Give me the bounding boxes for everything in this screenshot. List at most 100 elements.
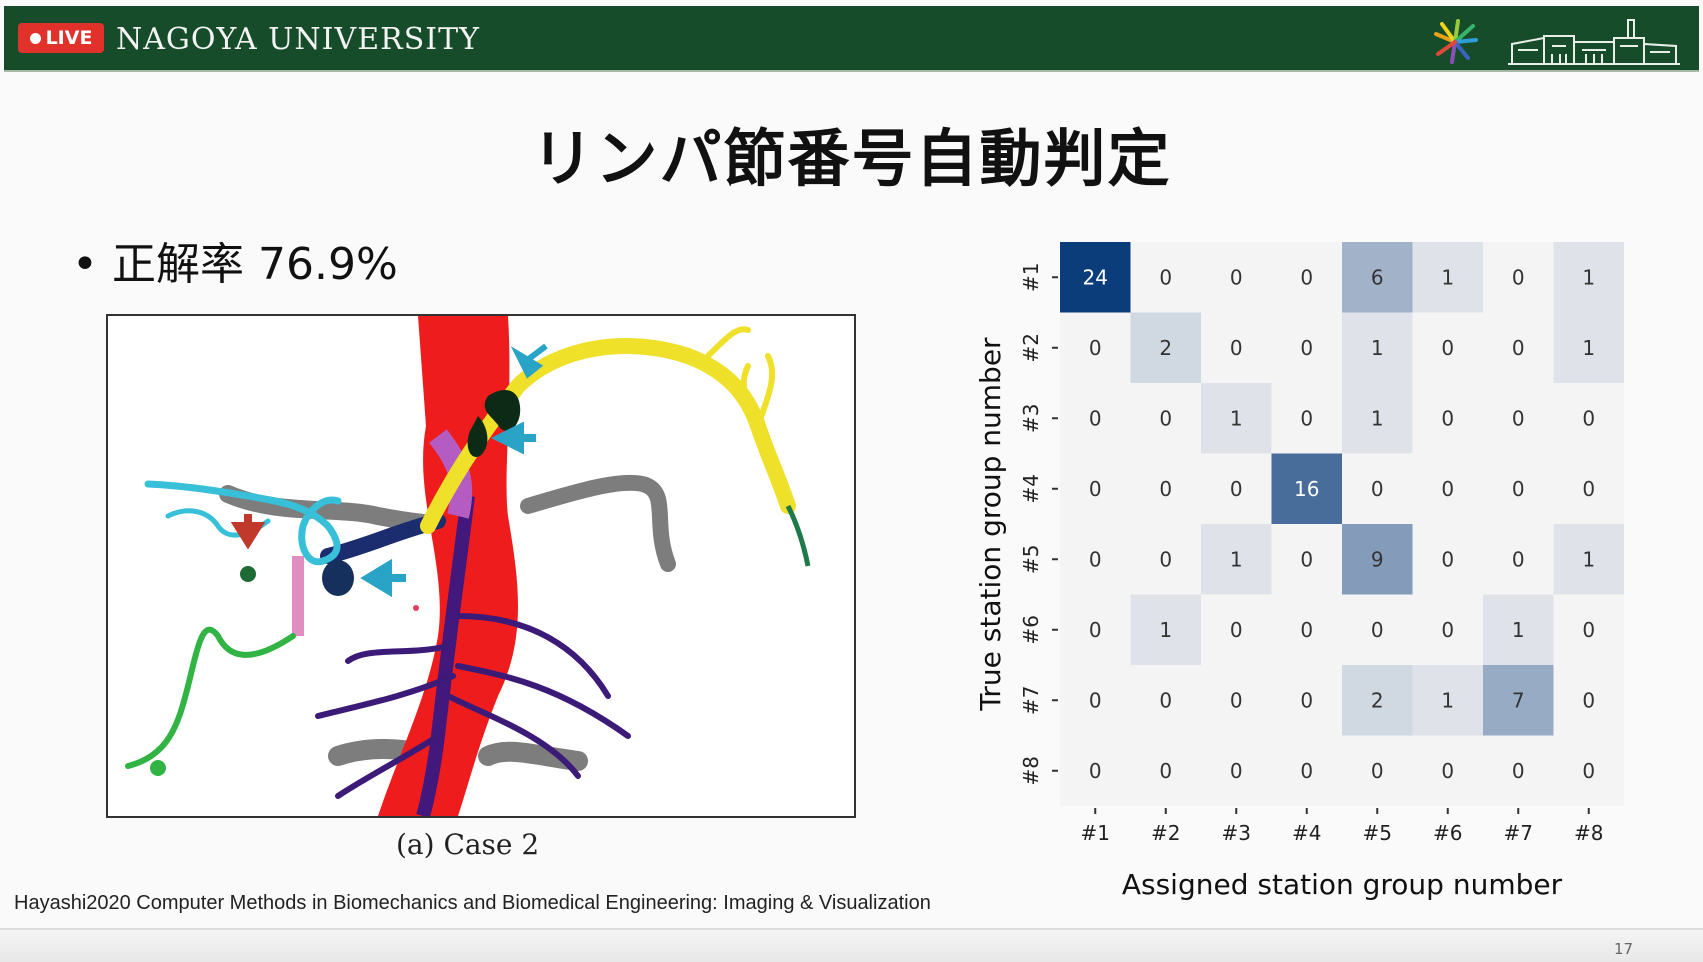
cell-value-label: 0 — [1230, 265, 1243, 289]
cell-value-label: 1 — [1441, 265, 1454, 289]
cell-value-label: 0 — [1512, 477, 1525, 501]
matrix-cell — [1060, 453, 1131, 524]
matrix-cell — [1130, 735, 1201, 806]
y-tick-label: #8 — [1019, 756, 1043, 785]
university-name: NAGOYA UNIVERSITY — [116, 22, 480, 57]
accuracy-bullet: • 正解率 76.9% — [72, 228, 398, 292]
cell-value-label: 9 — [1371, 547, 1384, 571]
red-arrow-icon — [230, 514, 266, 550]
navy-node — [322, 560, 354, 596]
cell-value-label: 0 — [1371, 759, 1384, 783]
cell-value-label: 0 — [1441, 618, 1454, 642]
cyan-arrow-icon-3 — [360, 558, 406, 598]
cell-value-label: 1 — [1230, 406, 1243, 430]
cell-value-label: 1 — [1582, 547, 1595, 571]
y-tick-label: #1 — [1019, 263, 1043, 292]
bullet-icon: • — [72, 239, 98, 290]
cell-value-label: 0 — [1512, 265, 1525, 289]
dark-node-2 — [467, 416, 488, 457]
cyan-vessel — [144, 480, 342, 566]
matrix-cell — [1271, 665, 1342, 736]
matrix-cell — [1342, 735, 1413, 806]
matrix-cell — [1201, 453, 1272, 524]
yellow-branches — [705, 326, 776, 429]
slide-title: リンパ節番号自動判定 — [531, 122, 1172, 195]
matrix-cell — [1553, 665, 1624, 736]
matrix-cell — [1342, 665, 1413, 736]
matrix-cell — [1130, 383, 1201, 454]
matrix-cell — [1412, 453, 1483, 524]
accuracy-text: 正解率 76.9% — [112, 239, 398, 290]
cell-value-label: 0 — [1371, 477, 1384, 501]
matrix-cell — [1201, 383, 1272, 454]
cell-value-label: 0 — [1089, 688, 1102, 712]
reference-citation: Hayashi2020 Computer Methods in Biomecha… — [14, 892, 931, 914]
matrix-cell — [1271, 312, 1342, 383]
cell-value-label: 0 — [1441, 477, 1454, 501]
cell-value-label: 0 — [1089, 547, 1102, 571]
cell-value-label: 0 — [1089, 406, 1102, 430]
y-tick-label: #2 — [1019, 333, 1043, 362]
cell-value-label: 0 — [1089, 759, 1102, 783]
cell-value-label: 0 — [1300, 618, 1313, 642]
matrix-cell — [1130, 665, 1201, 736]
x-tick-label: #6 — [1433, 821, 1462, 845]
matrix-cell — [1553, 453, 1624, 524]
y-tick-label: #3 — [1019, 404, 1043, 433]
matrix-cell — [1060, 242, 1131, 313]
matrix-cell — [1483, 383, 1554, 454]
cell-value-label: 0 — [1300, 265, 1313, 289]
cell-value-label: 24 — [1083, 265, 1108, 289]
y-axis-label: True station group number — [974, 337, 1007, 712]
cell-value-label: 2 — [1159, 336, 1172, 360]
y-tick-label: #5 — [1019, 545, 1043, 574]
matrix-cell — [1342, 312, 1413, 383]
cell-value-label: 0 — [1582, 688, 1595, 712]
matrix-cell — [1130, 242, 1201, 313]
cell-value-label: 0 — [1300, 406, 1313, 430]
cell-value-label: 6 — [1371, 265, 1384, 289]
cell-value-label: 0 — [1089, 477, 1102, 501]
matrix-cell — [1483, 453, 1554, 524]
cell-value-label: 0 — [1300, 547, 1313, 571]
x-tick-label: #4 — [1292, 821, 1321, 845]
matrix-cell — [1342, 594, 1413, 665]
matrix-cell — [1201, 665, 1272, 736]
matrix-cell — [1201, 312, 1272, 383]
cell-value-label: 1 — [1371, 336, 1384, 360]
cell-value-label: 0 — [1089, 336, 1102, 360]
matrix-cell — [1412, 383, 1483, 454]
cell-value-label: 0 — [1582, 759, 1595, 783]
cell-value-label: 0 — [1300, 759, 1313, 783]
live-badge: LIVE — [18, 23, 104, 53]
page-number: 17 — [1614, 940, 1634, 958]
case-figure — [106, 314, 856, 818]
building-logo-icon — [1508, 19, 1680, 65]
x-tick-label: #1 — [1081, 821, 1110, 845]
cell-value-label: 0 — [1582, 618, 1595, 642]
matrix-cell — [1060, 665, 1131, 736]
footer-band — [0, 928, 1703, 962]
matrix-cell — [1412, 312, 1483, 383]
cell-value-label: 0 — [1441, 336, 1454, 360]
cell-value-label: 0 — [1159, 759, 1172, 783]
matrix-cell — [1271, 453, 1342, 524]
y-tick-label: #7 — [1019, 686, 1043, 715]
palm-logo-icon — [1434, 19, 1478, 64]
cell-value-label: 0 — [1441, 759, 1454, 783]
header-bar: LIVE NAGOYA UNIVERSITY — [4, 6, 1699, 72]
y-tick-label: #6 — [1019, 615, 1043, 644]
cell-value-label: 0 — [1230, 477, 1243, 501]
matrix-cell — [1553, 242, 1624, 313]
matrix-cell — [1342, 242, 1413, 313]
cell-value-label: 1 — [1512, 618, 1525, 642]
matrix-cell — [1060, 312, 1131, 383]
matrix-cell — [1130, 524, 1201, 595]
cell-value-label: 0 — [1582, 477, 1595, 501]
live-dot-icon — [29, 32, 41, 44]
matrix-cell — [1483, 312, 1554, 383]
cell-value-label: 1 — [1582, 336, 1595, 360]
cell-value-label: 0 — [1159, 406, 1172, 430]
matrix-cell — [1553, 524, 1624, 595]
